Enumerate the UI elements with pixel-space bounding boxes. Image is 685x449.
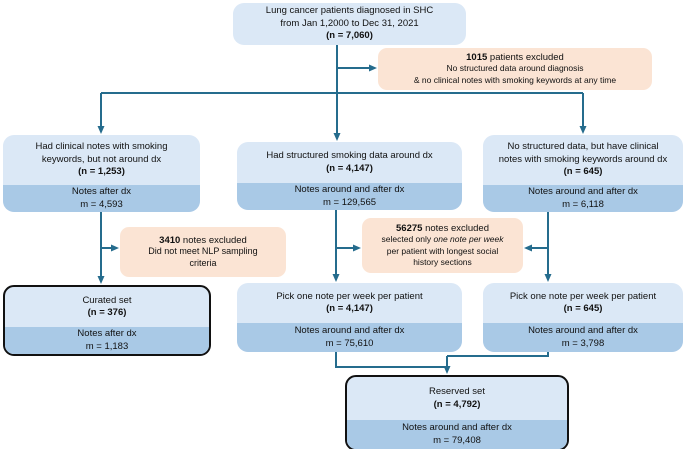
curated-set-band2: m = 1,183 [85, 340, 129, 352]
curated-set-line1: Curated set [82, 294, 132, 306]
pick-weekly-no-structured-title: Pick one note per week per patient (n = … [483, 283, 683, 323]
structured-data-title: Had structured smoking data around dx (n… [237, 142, 462, 183]
clinical-notes-only-band: Notes after dx m = 4,593 [3, 185, 200, 212]
reserved-set-band: Notes around and after dx m = 79,408 [347, 420, 567, 449]
excluded-patients-line2: No structured data around diagnosis [446, 63, 584, 74]
excluded-patients-line3: & no clinical notes with smoking keyword… [413, 74, 617, 85]
pick-weekly-no-structured-line1: Pick one note per week per patient [509, 290, 657, 302]
pick-weekly-no-structured-box: Pick one note per week per patient (n = … [483, 283, 683, 352]
top-cohort-text: Lung cancer patients diagnosed in SHC fr… [233, 3, 466, 45]
pick-weekly-structured-n: (n = 4,147) [326, 303, 373, 314]
top-line1: Lung cancer patients diagnosed in SHC [265, 5, 434, 17]
notes-excluded-weekly-line4: history sections [413, 257, 472, 267]
excluded-patients-line1: 1015 patients excluded [466, 51, 564, 63]
clinical-notes-only-line1: Had clinical notes with smoking [35, 141, 168, 153]
reserved-set-band2: m = 79,408 [433, 434, 481, 446]
curated-set-n: (n = 376) [87, 307, 127, 318]
curated-set-title: Curated set (n = 376) [5, 287, 209, 327]
reserved-set-band1: Notes around and after dx [402, 422, 512, 433]
structured-data-n: (n = 4,147) [326, 162, 373, 174]
pick-weekly-no-structured-band: Notes around and after dx m = 3,798 [483, 323, 683, 352]
reserved-set-n: (n = 4,792) [433, 398, 481, 410]
pick-weekly-structured-title: Pick one note per week per patient (n = … [237, 283, 462, 323]
curated-set-band: Notes after dx m = 1,183 [5, 327, 209, 354]
pick-weekly-no-structured-band2: m = 3,798 [561, 337, 605, 349]
no-structured-data-title: No structured data, but have clinical no… [483, 135, 683, 185]
top-n: (n = 7,060) [326, 30, 373, 42]
structured-data-box: Had structured smoking data around dx (n… [237, 142, 462, 210]
clinical-notes-only-band1: Notes after dx [71, 186, 132, 197]
no-structured-data-line2: notes with smoking keywords around dx [498, 153, 668, 165]
clinical-notes-only-n: (n = 1,253) [78, 166, 125, 178]
pick-weekly-structured-band2: m = 75,610 [325, 337, 374, 349]
notes-excluded-nlp-box: 3410 notes excluded Did not meet NLP sam… [120, 227, 286, 277]
no-structured-data-band1: Notes around and after dx [528, 186, 638, 197]
no-structured-data-band2: m = 6,118 [562, 198, 604, 210]
top-line2: from Jan 1,2000 to Dec 31, 2021 [280, 17, 419, 29]
curated-set-box: Curated set (n = 376) Notes after dx m =… [3, 285, 211, 356]
reserved-set-box: Reserved set (n = 4,792) Notes around an… [345, 375, 569, 449]
excluded-patients-box: 1015 patients excluded No structured dat… [378, 48, 652, 90]
structured-data-line1: Had structured smoking data around dx [266, 150, 433, 161]
notes-excluded-nlp-line3: criteria [189, 257, 217, 268]
pick-weekly-no-structured-band1: Notes around and after dx [528, 325, 638, 336]
no-structured-data-line1: No structured data, but have clinical [507, 141, 659, 153]
top-cohort-box: Lung cancer patients diagnosed in SHC fr… [233, 3, 466, 45]
pick-weekly-no-structured-n: (n = 645) [563, 303, 603, 314]
structured-data-band: Notes around and after dx m = 129,565 [237, 183, 462, 210]
no-structured-data-n: (n = 645) [563, 166, 603, 178]
clinical-notes-only-line2: keywords, but not around dx [41, 153, 162, 165]
reserved-set-title: Reserved set (n = 4,792) [347, 377, 567, 420]
notes-excluded-weekly-box: 56275 notes excluded selected only one n… [362, 218, 523, 273]
pick-weekly-structured-band: Notes around and after dx m = 75,610 [237, 323, 462, 352]
notes-excluded-weekly-line1: 56275 notes excluded [396, 222, 489, 234]
reserved-set-line1: Reserved set [429, 386, 485, 397]
pick-weekly-structured-box: Pick one note per week per patient (n = … [237, 283, 462, 352]
notes-excluded-weekly-line2: selected only one note per week [381, 234, 504, 244]
clinical-notes-only-band2: m = 4,593 [80, 198, 123, 210]
clinical-notes-only-box: Had clinical notes with smoking keywords… [3, 135, 200, 212]
no-structured-data-box: No structured data, but have clinical no… [483, 135, 683, 212]
notes-excluded-weekly-line3: per patient with longest social [386, 245, 499, 256]
curated-set-band1: Notes after dx [77, 328, 137, 339]
pick-weekly-structured-line1: Pick one note per week per patient [276, 290, 423, 302]
structured-data-band2: m = 129,565 [322, 196, 377, 208]
structured-data-band1: Notes around and after dx [294, 184, 405, 195]
notes-excluded-nlp-line2: Did not meet NLP sampling [148, 246, 258, 257]
no-structured-data-band: Notes around and after dx m = 6,118 [483, 185, 683, 212]
clinical-notes-only-title: Had clinical notes with smoking keywords… [3, 135, 200, 185]
pick-weekly-structured-band1: Notes around and after dx [294, 325, 405, 336]
notes-excluded-nlp-line1: 3410 notes excluded [159, 234, 247, 246]
